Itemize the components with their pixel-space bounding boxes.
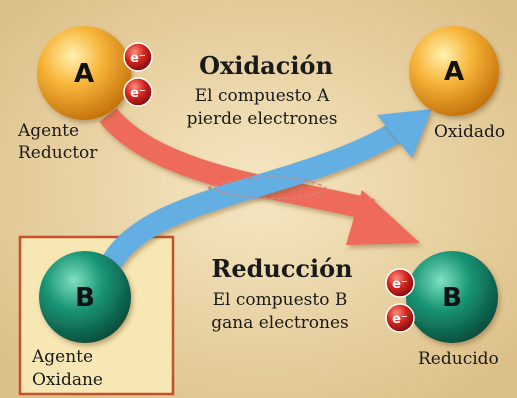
sphere-b-reduced bbox=[406, 251, 498, 343]
sphere-a-reducing-agent bbox=[37, 26, 131, 120]
blue-arrow-shaft bbox=[102, 122, 402, 269]
electron-symbol: e⁻ bbox=[130, 86, 146, 101]
reduction-desc-line1: El compuesto B bbox=[213, 290, 348, 310]
red-arrow-shaft bbox=[99, 107, 375, 221]
electron-icon bbox=[123, 77, 153, 107]
sphere-b-reduced-symbol: B bbox=[442, 283, 462, 313]
sphere-a-oxidized bbox=[409, 26, 499, 116]
electron-icon bbox=[385, 303, 415, 333]
reduction-desc-line2: gana electrones bbox=[211, 313, 349, 333]
electron-icon bbox=[123, 42, 153, 72]
reduced-label: Reducido bbox=[418, 349, 499, 369]
oxidation-desc-line1: El compuesto A bbox=[195, 86, 330, 106]
oxidizing-agent-label-line2: Oxidane bbox=[32, 370, 103, 390]
electron-symbol: e⁻ bbox=[392, 312, 408, 327]
blue-arrow-head bbox=[377, 109, 432, 158]
oxidizing-agent-label-line1: Agente bbox=[31, 347, 93, 367]
sphere-b-oxidizing-agent bbox=[39, 251, 131, 343]
oxidized-label: Oxidado bbox=[434, 122, 505, 142]
sphere-a-symbol: A bbox=[74, 59, 94, 89]
electron-symbol: e⁻ bbox=[130, 51, 146, 66]
oxidation-desc-line2: pierde electrones bbox=[187, 109, 338, 129]
sphere-b-symbol: B bbox=[75, 283, 95, 313]
electron-symbol: e⁻ bbox=[392, 277, 408, 292]
electron-icon bbox=[385, 268, 415, 298]
reduction-title: Reducción bbox=[211, 254, 352, 283]
red-arrow-head bbox=[346, 190, 420, 245]
sphere-a-oxidized-symbol: A bbox=[444, 57, 464, 87]
reducing-agent-label-line2: Reductor bbox=[18, 143, 98, 163]
oxidation-title: Oxidación bbox=[199, 51, 333, 80]
reducing-agent-label-line1: Agente bbox=[17, 121, 79, 141]
